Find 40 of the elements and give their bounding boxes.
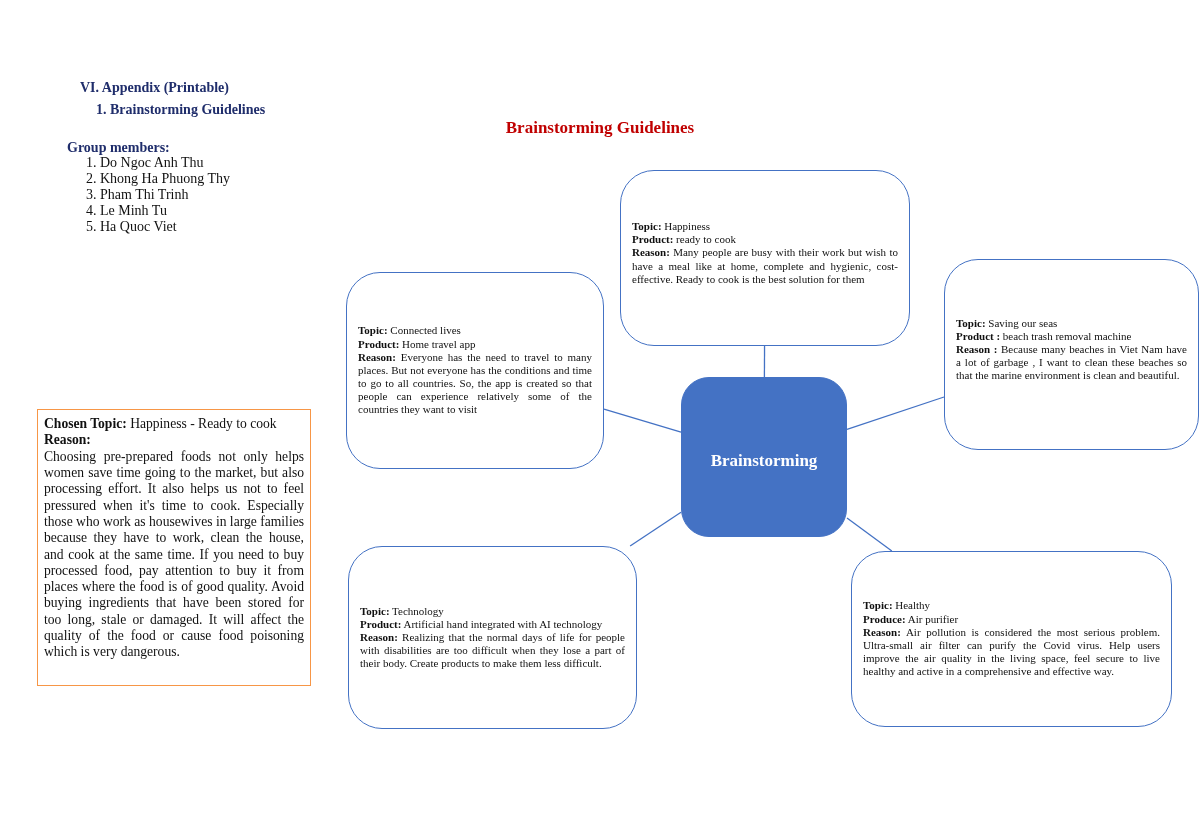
chosen-topic-box [37, 409, 311, 686]
topic-line: Topic: Healthy [863, 599, 932, 613]
product-line: Product: Artificial hand integrated with AI technology [360, 617, 604, 631]
idea-box [346, 272, 604, 469]
section-heading: VI. Appendix (Printable) [80, 80, 229, 96]
section-heading: 1. Brainstorming Guidelines [96, 102, 266, 118]
member-name: 4. Le Minh Tu [86, 203, 167, 219]
member-name: 2. Khong Ha Phuong Thy [86, 171, 231, 187]
idea-box [348, 546, 637, 729]
chosen-topic-line: Chosen Topic: Happiness - Ready to cook [44, 416, 278, 433]
product-line: Produce: Air purifier [863, 612, 960, 626]
reason-text: Reason: Realizing that the normal days of life for people with disabilities are too difficult when they lose a part of their body. Create products to make them less difficult. [360, 630, 625, 671]
reason-text: Reason: Many people are busy with their work but wish to have a meal like at home, complete and hygienic, cost-effective. Ready to cook is the best solution for them [632, 246, 898, 286]
reason-heading: Reason: [44, 432, 92, 449]
reason-text: Reason : Because many beaches in Viet Nam have a lot of garbage , I want to clean these beaches so that the marine environment is clean and beautiful. [956, 342, 1187, 383]
section-heading: Group members: [67, 140, 170, 156]
member-name: 3. Pham Thi Trinh [86, 187, 189, 203]
central-topic-box [681, 377, 847, 537]
topic-line: Topic: Saving our seas [956, 316, 1059, 330]
member-name: 5. Ha Quoc Viet [86, 219, 177, 235]
connector-line [763, 345, 766, 378]
product-line: Product: Home travel app [358, 337, 477, 351]
idea-box [620, 170, 910, 346]
reason-text: Reason: Air pollution is considered the most serious problem. Ultra-small air filter can purify the Covid virus. Help users improve the air quality in the living space, feel secure to live healthy and active in a comprehensive and effective way. [863, 625, 1160, 679]
product-line: Product: ready to cook [632, 233, 737, 247]
topic-line: Topic: Technology [360, 604, 445, 618]
connector-line [846, 396, 945, 430]
topic-line: Topic: Connected lives [358, 324, 462, 338]
reason-paragraph: Choosing pre-prepared foods not only helps women save time going to the market, but also processing effort. It also helps us not to feel pressured when it's time to cook. Especially those who work as housewives in large families because they have to work, clean the house, and cook at the same time. If you need to buy processed food, pay attention to buy it from places where the food is of good quality. Avoid buying ingredients that have been stored for too long, stale or damaged. It will affect the quality of the food or cause food poisoning which is very dangerous. [44, 448, 304, 661]
idea-box [944, 259, 1199, 450]
central-topic-text: Brainstorming [709, 450, 819, 472]
connector-line [846, 517, 893, 552]
product-line: Product : beach trash removal machine [956, 329, 1133, 343]
diagram-title: Brainstorming Guidelines [504, 118, 696, 138]
connector-line [603, 408, 682, 433]
idea-box [851, 551, 1172, 727]
member-name: 1. Do Ngoc Anh Thu [86, 155, 204, 171]
reason-text: Reason: Everyone has the need to travel to many places. But not everyone has the conditions and time to go to all countries. So, the app is created so that people can experience relatively some of the countries they want to visit [358, 350, 592, 417]
topic-line: Topic: Happiness [632, 220, 712, 234]
connector-line [629, 511, 682, 547]
